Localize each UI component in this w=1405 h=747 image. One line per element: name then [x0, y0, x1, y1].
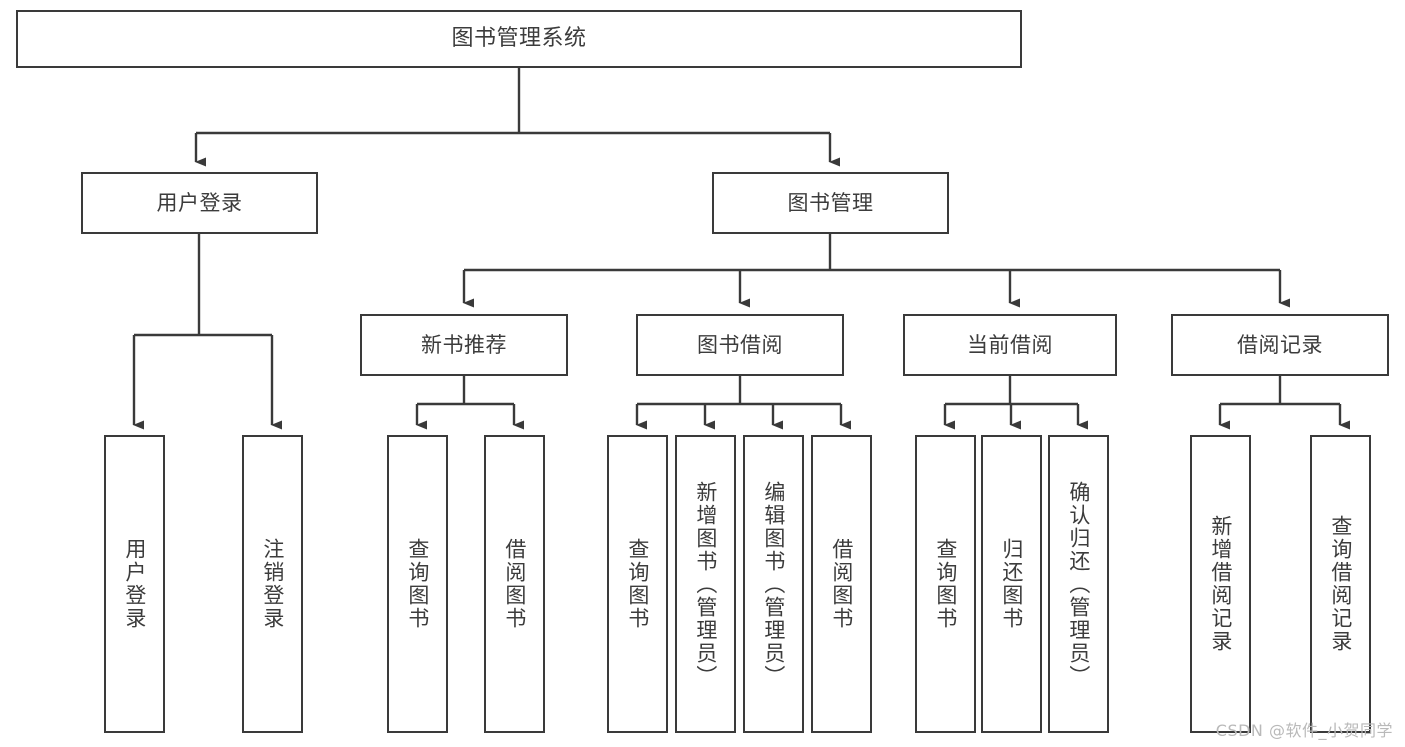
node-label: 用户登录	[122, 538, 147, 630]
node-current-borrowing[interactable]: 当前借阅	[903, 314, 1117, 376]
node-label: 编辑图书（管理员）	[761, 480, 786, 688]
leaf-current-query-books[interactable]: 查询图书	[915, 435, 976, 733]
leaf-record-add-borrow-record[interactable]: 新增借阅记录	[1190, 435, 1251, 733]
node-label: 借阅图书	[829, 538, 854, 630]
node-label: 新增图书（管理员）	[693, 480, 718, 688]
node-label: 查询图书	[405, 538, 430, 630]
node-borrowing-records[interactable]: 借阅记录	[1171, 314, 1389, 376]
node-label: 用户登录	[156, 190, 243, 215]
leaf-user-login-sign-in[interactable]: 用户登录	[104, 435, 165, 733]
leaf-record-query-borrow-record[interactable]: 查询借阅记录	[1310, 435, 1371, 733]
leaf-current-return-books[interactable]: 归还图书	[981, 435, 1042, 733]
node-label: 新增借阅记录	[1208, 515, 1233, 653]
node-label: 确认归还（管理员）	[1066, 480, 1091, 688]
node-user-login[interactable]: 用户登录	[81, 172, 318, 234]
node-label: 注销登录	[260, 538, 285, 630]
node-label: 借阅图书	[502, 538, 527, 630]
leaf-borrow-edit-book-admin[interactable]: 编辑图书（管理员）	[743, 435, 804, 733]
leaf-borrow-borrow-books[interactable]: 借阅图书	[811, 435, 872, 733]
node-label: 新书推荐	[421, 332, 507, 357]
leaf-borrow-add-book-admin[interactable]: 新增图书（管理员）	[675, 435, 736, 733]
node-label: 当前借阅	[967, 332, 1053, 357]
node-label: 查询图书	[933, 538, 958, 630]
leaf-new-book-borrow-books[interactable]: 借阅图书	[484, 435, 545, 733]
node-label: 查询图书	[625, 538, 650, 630]
node-new-book-recommendation[interactable]: 新书推荐	[360, 314, 568, 376]
node-label: 图书借阅	[697, 332, 783, 357]
leaf-new-book-query-books[interactable]: 查询图书	[387, 435, 448, 733]
node-label: 图书管理系统	[451, 26, 587, 52]
csdn-watermark: CSDN @软件_小贺同学	[1215, 721, 1393, 740]
node-label: 图书管理	[787, 190, 874, 215]
node-label: 借阅记录	[1237, 332, 1323, 357]
leaf-user-login-sign-out[interactable]: 注销登录	[242, 435, 303, 733]
leaf-borrow-query-books[interactable]: 查询图书	[607, 435, 668, 733]
leaf-current-confirm-return-admin[interactable]: 确认归还（管理员）	[1048, 435, 1109, 733]
node-label: 查询借阅记录	[1328, 515, 1353, 653]
node-book-management[interactable]: 图书管理	[712, 172, 949, 234]
node-book-borrowing[interactable]: 图书借阅	[636, 314, 844, 376]
node-root-book-management-system[interactable]: 图书管理系统	[16, 10, 1022, 68]
node-label: 归还图书	[999, 538, 1024, 630]
